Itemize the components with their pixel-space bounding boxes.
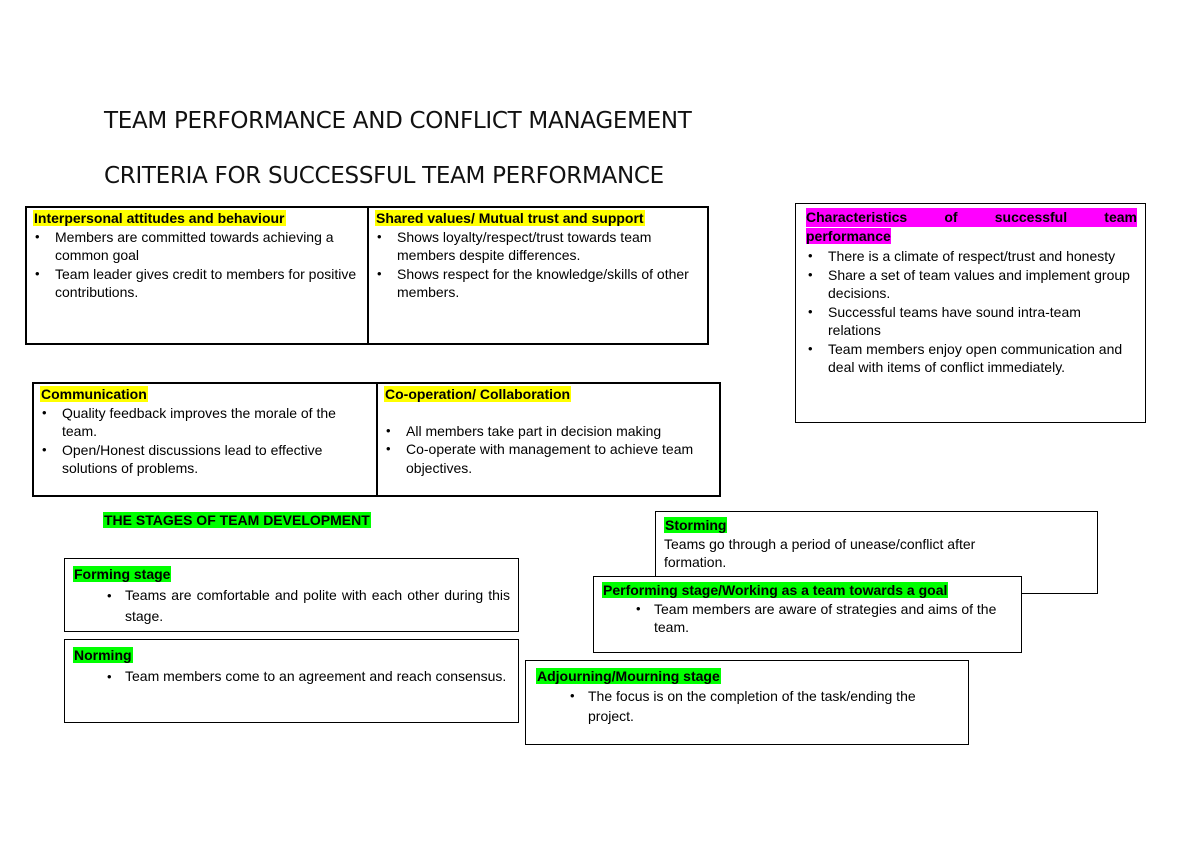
forming-heading: Forming stage: [73, 566, 172, 582]
list-item: All members take part in decision making: [384, 422, 713, 441]
shared-values-list: Shows loyalty/respect/trust towards team…: [375, 228, 701, 302]
communication-cell: Communication Quality feedback improves …: [34, 384, 378, 495]
communication-list: Quality feedback improves the morale of …: [40, 404, 370, 478]
norming-heading: Norming: [73, 647, 133, 663]
document-title: TEAM PERFORMANCE AND CONFLICT MANAGEMENT: [104, 108, 692, 134]
list-item: The focus is on the completion of the ta…: [536, 686, 960, 726]
storming-cell: Storming Teams go through a period of un…: [656, 512, 1097, 593]
list-item: Share a set of team values and implement…: [806, 266, 1137, 303]
list-item: Shows respect for the knowledge/skills o…: [375, 265, 701, 302]
adjourning-heading: Adjourning/Mourning stage: [536, 668, 721, 684]
storming-heading: Storming: [664, 517, 728, 533]
list-item: Team leader gives credit to members for …: [33, 265, 361, 302]
cooperation-cell: Co-operation/ Collaboration All members …: [378, 384, 719, 495]
interpersonal-list: Members are committed towards achieving …: [33, 228, 361, 302]
characteristics-heading-line1: Characteristics of successful team: [806, 209, 1137, 225]
list-item: Members are committed towards achieving …: [33, 228, 361, 265]
communication-heading: Communication: [40, 386, 148, 402]
stages-heading: THE STAGES OF TEAM DEVELOPMENT: [103, 512, 371, 528]
characteristics-heading: Characteristics of successful team: [806, 208, 1137, 227]
list-item: Open/Honest discussions lead to effectiv…: [40, 441, 370, 478]
forming-list: Teams are comfortable and polite with ea…: [73, 585, 510, 627]
document-subtitle: CRITERIA FOR SUCCESSFUL TEAM PERFORMANCE: [104, 163, 664, 189]
norming-cell: Norming Team members come to an agreemen…: [65, 640, 518, 722]
cooperation-list: All members take part in decision making…: [384, 422, 713, 478]
shared-values-heading: Shared values/ Mutual trust and support: [375, 210, 645, 226]
norming-box: Norming Team members come to an agreemen…: [64, 639, 519, 723]
stages-heading-wrap: THE STAGES OF TEAM DEVELOPMENT: [103, 511, 371, 529]
forming-cell: Forming stage Teams are comfortable and …: [65, 559, 518, 631]
adjourning-cell: Adjourning/Mourning stage The focus is o…: [526, 661, 968, 744]
list-item: Shows loyalty/respect/trust towards team…: [375, 228, 701, 265]
list-item: Quality feedback improves the morale of …: [40, 404, 370, 441]
shared-values-cell: Shared values/ Mutual trust and support …: [369, 208, 707, 343]
cooperation-heading: Co-operation/ Collaboration: [384, 386, 572, 402]
interpersonal-heading: Interpersonal attitudes and behaviour: [33, 210, 286, 226]
criteria-table-2: Communication Quality feedback improves …: [32, 382, 721, 497]
interpersonal-cell: Interpersonal attitudes and behaviour Me…: [27, 208, 369, 343]
characteristics-box: Characteristics of successful team perfo…: [795, 203, 1146, 423]
performing-cell: Performing stage/Working as a team towar…: [594, 577, 1021, 652]
list-item: Successful teams have sound intra-team r…: [806, 303, 1137, 340]
performing-box: Performing stage/Working as a team towar…: [593, 576, 1022, 653]
list-item: Co-operate with management to achieve te…: [384, 440, 713, 477]
list-item: Team members enjoy open communication an…: [806, 340, 1137, 377]
list-item: Teams are comfortable and polite with ea…: [73, 585, 510, 627]
performing-heading: Performing stage/Working as a team towar…: [602, 582, 949, 598]
characteristics-heading-line2: performance: [806, 227, 891, 244]
adjourning-list: The focus is on the completion of the ta…: [536, 686, 960, 726]
storming-text: Teams go through a period of unease/conf…: [664, 535, 976, 571]
forming-box: Forming stage Teams are comfortable and …: [64, 558, 519, 632]
list-item: Team members are aware of strategies and…: [602, 600, 1013, 637]
norming-list: Team members come to an agreement and re…: [73, 666, 510, 687]
performing-list: Team members are aware of strategies and…: [602, 600, 1013, 637]
list-item: Team members come to an agreement and re…: [73, 666, 510, 687]
criteria-table-1: Interpersonal attitudes and behaviour Me…: [25, 206, 709, 345]
characteristics-list: There is a climate of respect/trust and …: [806, 247, 1137, 377]
characteristics-cell: Characteristics of successful team perfo…: [796, 204, 1145, 422]
adjourning-box: Adjourning/Mourning stage The focus is o…: [525, 660, 969, 745]
list-item: There is a climate of respect/trust and …: [806, 247, 1137, 266]
